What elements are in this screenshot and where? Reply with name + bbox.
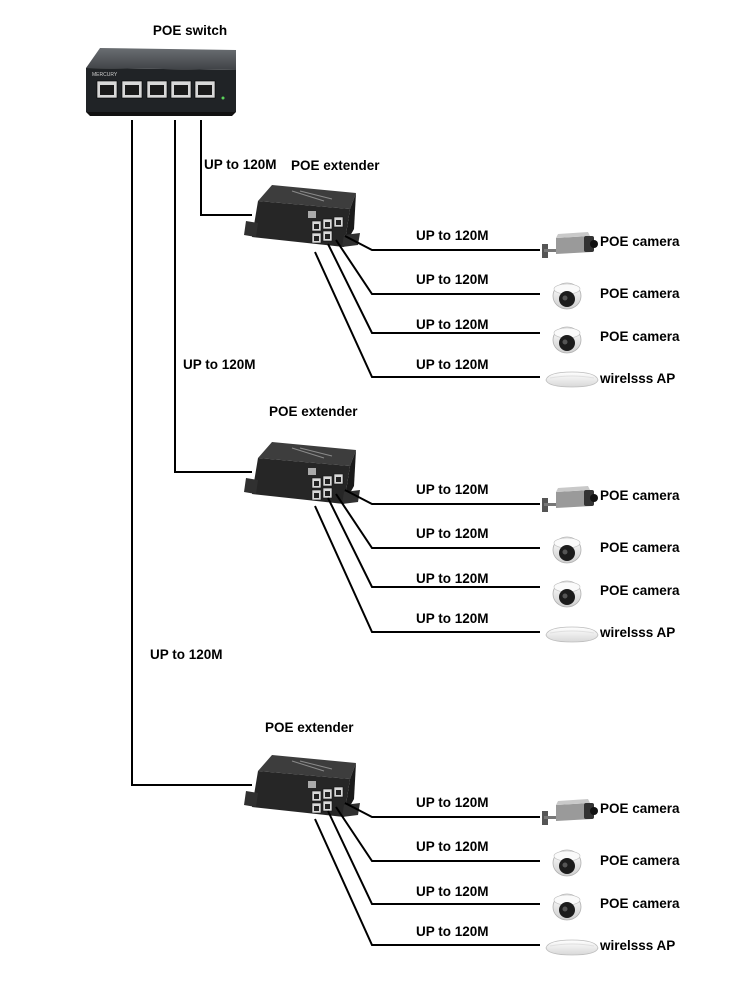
device-label: POE camera [600,329,680,344]
extender-group-1: POE extender UP to 120M UP to 120M UP to… [243,158,680,388]
device-link-label: UP to 120M [416,795,489,810]
poe-extender [243,184,361,248]
dome-camera-icon [552,536,582,564]
device-link-label: UP to 120M [416,317,489,332]
device-label: POE camera [600,853,680,868]
wireless-ap-icon [545,939,599,956]
dome-camera-icon [552,580,582,608]
extender-title: POE extender [291,158,380,173]
device-link-label: UP to 120M [416,611,489,626]
device-link-label: UP to 120M [416,526,489,541]
device-link-label: UP to 120M [416,482,489,497]
device-link-label: UP to 120M [416,839,489,854]
device-label: POE camera [600,540,680,555]
device-link-label: UP to 120M [416,571,489,586]
device-label: wirelsss AP [599,938,675,953]
device-label: POE camera [600,234,680,249]
device-wires [314,802,540,946]
bullet-camera-icon [542,232,598,258]
device-wires [314,235,540,378]
bullet-camera-icon [542,486,598,512]
switch-title: POE switch [153,23,227,38]
extender-title: POE extender [265,720,354,735]
poe-extender [243,441,361,505]
poe-switch: MERCURY [86,48,236,116]
switch-brand: MERCURY [92,72,118,78]
bullet-camera-icon [542,799,598,825]
poe-extender [243,754,361,818]
device-wires [314,489,540,633]
trunk-wires [131,120,252,786]
dome-camera-icon [552,282,582,310]
device-link-label: UP to 120M [416,357,489,372]
device-label: POE camera [600,583,680,598]
device-link-label: UP to 120M [416,924,489,939]
device-label: POE camera [600,488,680,503]
wireless-ap-icon [545,626,599,643]
device-link-label: UP to 120M [416,272,489,287]
dome-camera-icon [552,893,582,921]
extender-title: POE extender [269,404,358,419]
device-label: POE camera [600,801,680,816]
device-label: wirelsss AP [599,625,675,640]
trunk-label-1: UP to 120M [204,157,277,172]
wireless-ap-icon [545,371,599,388]
dome-camera-icon [552,849,582,877]
trunk-label-3: UP to 120M [150,647,223,662]
extender-group-2: POE extender UP to 120M UP to 120M UP to… [243,404,680,643]
trunk-label-2: UP to 120M [183,357,256,372]
device-label: POE camera [600,896,680,911]
dome-camera-icon [552,326,582,354]
extender-group-3: POE extender UP to 120M UP to 120M UP to… [243,720,680,956]
device-label: POE camera [600,286,680,301]
device-label: wirelsss AP [599,371,675,386]
device-link-label: UP to 120M [416,884,489,899]
device-link-label: UP to 120M [416,228,489,243]
